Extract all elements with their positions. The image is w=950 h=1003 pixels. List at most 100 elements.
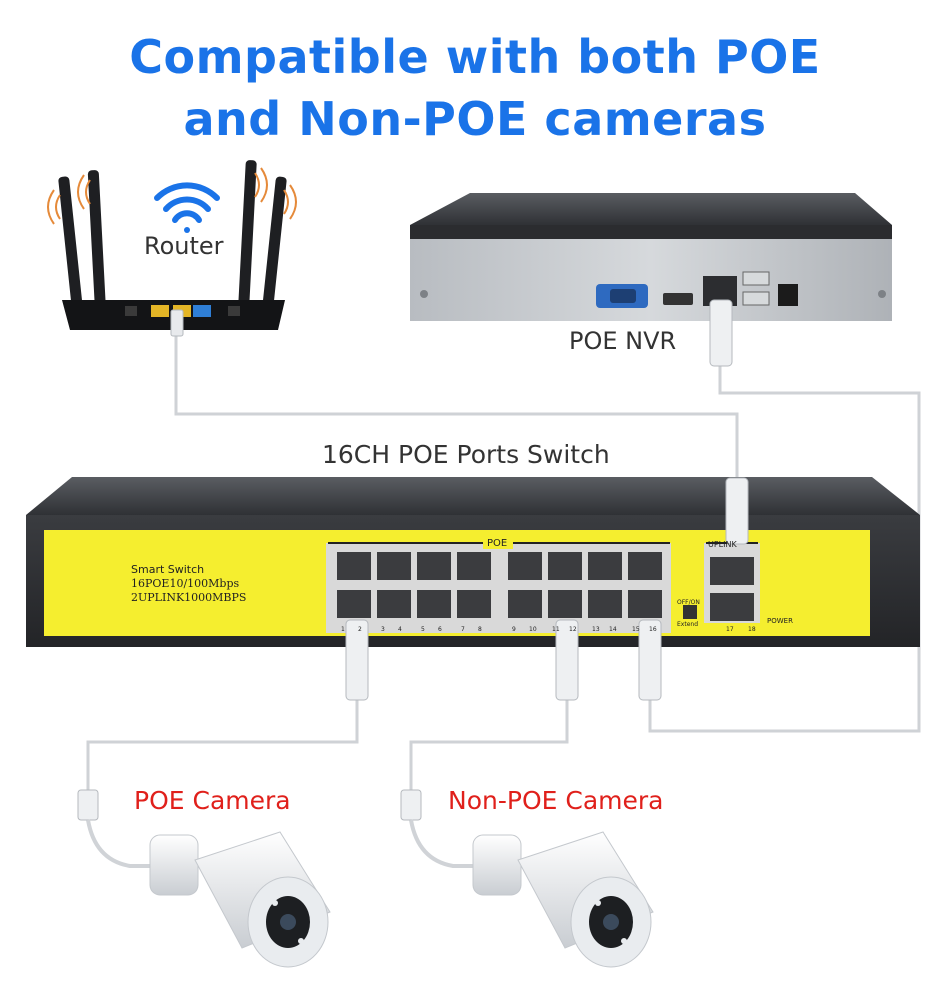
power-label: POWER (767, 617, 793, 625)
signal-waves-icon (47, 167, 297, 225)
uplink-port-number: 17 (726, 626, 734, 633)
port-number: 15 (632, 626, 640, 633)
router-antenna (58, 176, 83, 311)
uplink-group-label: UPLINK (708, 540, 737, 549)
poe-camera-label: POE Camera (134, 786, 291, 815)
poe-port (417, 590, 451, 618)
port-number: 3 (381, 626, 385, 633)
poe-group-label-bg (483, 537, 513, 549)
poe-switch (26, 477, 920, 647)
poe-camera-cable-plug (345, 619, 369, 701)
nvr-cable-plug (709, 299, 733, 367)
camera-ir-led (621, 938, 627, 944)
camera-pigtail (86, 819, 155, 868)
non-poe-camera-cable-plug (555, 619, 579, 701)
poe-port (457, 590, 491, 618)
port-number: 5 (421, 626, 425, 633)
power-jack (778, 284, 798, 306)
usb-port (742, 271, 770, 286)
poe-port (588, 590, 622, 618)
nvr-cable-plug-switch (638, 619, 662, 701)
port-number: 1 (341, 626, 345, 633)
camera-ir-led (595, 900, 601, 906)
uplink-port (710, 557, 754, 585)
port-number: 8 (478, 626, 482, 633)
nvr-back-panel (410, 239, 892, 321)
poe-port (377, 552, 411, 580)
router-cable-plug (170, 309, 184, 337)
nvr-label: POE NVR (569, 327, 677, 355)
router-port (125, 306, 137, 316)
poe-camera-cable (86, 700, 359, 792)
poe-port (377, 590, 411, 618)
nvr (410, 193, 892, 367)
switch-label: 16CH POE Ports Switch (322, 440, 610, 469)
port-number: 7 (461, 626, 465, 633)
port-number: 12 (569, 626, 577, 633)
poe-port (457, 552, 491, 580)
camera-mount (149, 834, 199, 896)
port-number: 6 (438, 626, 442, 633)
poe-camera (77, 789, 331, 968)
panel-line-3: 2UPLINK1000MBPS (131, 591, 246, 604)
router-antenna (238, 160, 257, 311)
port-number: 11 (552, 626, 560, 633)
switch-top (26, 477, 920, 515)
poe-port (548, 552, 582, 580)
port-number: 9 (512, 626, 516, 633)
router-wan-port (151, 305, 169, 317)
poe-port (628, 552, 662, 580)
router-to-switch-cable (174, 335, 739, 478)
non-poe-camera (400, 789, 654, 968)
poe-port (548, 590, 582, 618)
uplink-port-number: 18 (748, 626, 756, 633)
nvr-lip (410, 225, 892, 239)
router-port (228, 306, 240, 316)
port-number: 10 (529, 626, 537, 633)
poe-port (588, 552, 622, 580)
headline-line-1: Compatible with both POE (129, 30, 821, 84)
uplink-cable-plug (725, 477, 749, 545)
cables (86, 335, 921, 792)
port-number: 4 (398, 626, 402, 633)
poe-port (337, 590, 371, 618)
camera-pigtail (409, 819, 478, 868)
router-antenna (262, 176, 287, 311)
nvr-top (410, 193, 892, 225)
port-number: 2 (358, 626, 362, 633)
wifi-icon (154, 182, 220, 233)
dip-on-label: OFF/ON (677, 599, 700, 606)
camera-mount (472, 834, 522, 896)
router-label: Router (144, 232, 224, 260)
camera-lens (603, 914, 619, 930)
poe-group-label: POE (487, 538, 507, 549)
camera-lens (280, 914, 296, 930)
panel-line-2: 16POE10/100Mbps (131, 577, 239, 590)
nvr-screw (420, 290, 428, 298)
poe-port (508, 590, 542, 618)
router (47, 160, 297, 337)
router-lan-port (193, 305, 211, 317)
poe-port (337, 552, 371, 580)
camera-connector (77, 789, 99, 821)
port-number: 16 (649, 626, 657, 633)
camera-ir-led (298, 938, 304, 944)
camera-connector (400, 789, 422, 821)
vga-port-inner (610, 289, 636, 303)
router-antenna (87, 170, 106, 311)
uplink-port (710, 593, 754, 621)
nvr-screw (878, 290, 886, 298)
poe-port (628, 590, 662, 618)
hdmi-port (663, 293, 693, 305)
panel-line-1: Smart Switch (131, 563, 204, 576)
non-poe-camera-label: Non-POE Camera (448, 786, 664, 815)
poe-port (508, 552, 542, 580)
poe-ports (337, 552, 662, 618)
non-poe-camera-cable (409, 700, 569, 790)
dip-mode-label: Extend (677, 621, 698, 628)
poe-port (417, 552, 451, 580)
camera-ir-led (272, 900, 278, 906)
port-number: 14 (609, 626, 617, 633)
